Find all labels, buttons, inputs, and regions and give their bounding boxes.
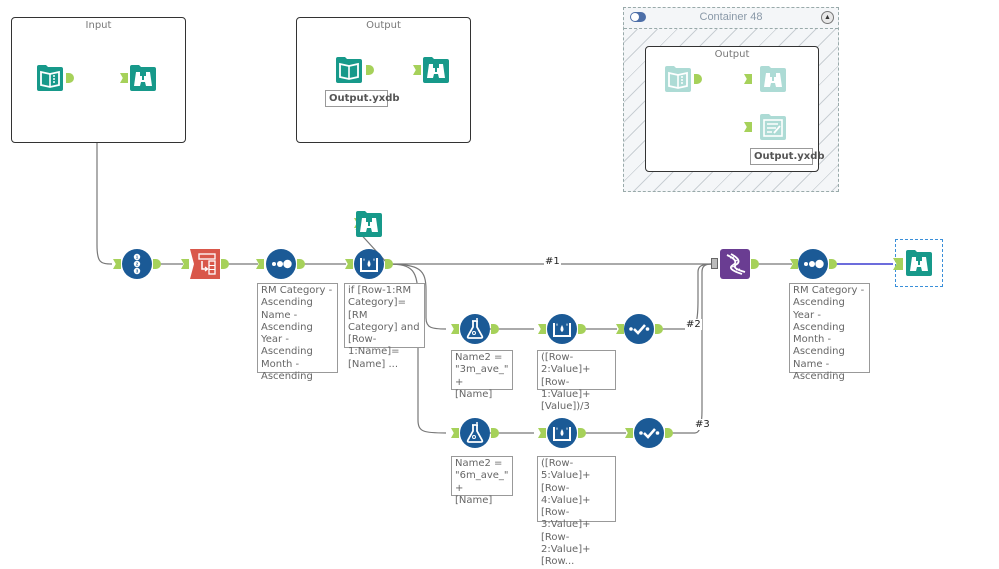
output-anchor[interactable] [366,65,374,75]
input-data-tool[interactable] [334,55,364,85]
tool-annotation: ([Row-5:Value]+ [Row-4:Value]+ [Row-3:Va… [537,456,616,567]
select-records-tool[interactable] [190,249,220,279]
input-data-tool[interactable] [35,63,65,93]
select-tool[interactable] [624,314,654,344]
select-tool[interactable] [634,418,664,448]
container-title: Output [714,49,750,60]
tool-annotation: Output.yxdb [325,90,400,107]
chevron-up-icon[interactable]: ▲ [821,11,834,24]
output-anchor[interactable] [66,73,74,83]
formula-tool[interactable] [460,418,490,448]
formula-flask-icon [460,314,490,344]
browse-binoculars-icon [904,248,934,278]
input-anchor[interactable] [413,65,421,75]
input-anchor[interactable] [113,259,121,269]
output-anchor[interactable] [694,74,702,84]
formula-flask-icon [460,418,490,448]
wire-select6m-union [670,263,713,434]
input-anchor[interactable] [120,73,128,83]
input-anchor[interactable] [744,74,752,84]
union-dna-icon [720,249,750,279]
union-multi-input-anchor[interactable] [711,258,718,269]
output-anchor[interactable] [829,259,837,269]
input-anchor[interactable] [256,259,264,269]
connection-label: #3 [694,419,711,430]
input-anchor[interactable] [538,428,546,438]
input-data-tool[interactable] [663,64,693,94]
tool-annotation: ([Row-2:Value]+ [Row-1:Value]+ [Value])/… [537,350,616,412]
selection-box [895,239,943,287]
browse-binoculars-icon [421,55,451,85]
select-check-icon [624,314,654,344]
connection-label: #1 [544,256,561,267]
multi-row-formula-tool[interactable] [547,418,577,448]
input-anchor[interactable] [625,428,633,438]
tool-annotation: if [Row-1:RM Category]=[RM Category] and… [344,283,425,370]
sort-tool[interactable] [266,249,296,279]
multi-row-formula-icon [547,314,577,344]
output-anchor[interactable] [665,428,673,438]
output-anchor[interactable] [578,324,586,334]
browse-binoculars-icon [128,63,158,93]
output-anchor[interactable] [153,259,161,269]
browse-binoculars-icon [354,209,384,239]
record-id-icon: 1 2 3 [122,249,152,279]
browse-tool[interactable] [128,63,158,93]
union-tool[interactable] [720,249,750,279]
input-anchor[interactable] [616,324,624,334]
formula-tool[interactable] [460,314,490,344]
select-check-icon [634,418,664,448]
output-anchor[interactable] [751,259,759,269]
container-title: Container 48 [699,11,763,23]
tool-annotation: Name2 = "6m_ave_" + [Name] [451,456,513,506]
output-anchor[interactable] [578,428,586,438]
input-anchor[interactable] [744,122,752,132]
record-id-tool[interactable]: 1 2 3 [122,249,152,279]
multi-row-formula-icon [547,418,577,448]
browse-tool-selected[interactable] [904,248,934,278]
browse-tool[interactable] [421,55,451,85]
multi-row-formula-tool[interactable] [354,249,384,279]
svg-text:3: 3 [136,269,139,274]
output-anchor[interactable] [655,324,663,334]
input-anchor[interactable] [451,324,459,334]
output-data-tool[interactable] [758,112,788,142]
connection-label: #2 [685,319,702,330]
output-anchor[interactable] [491,428,499,438]
transpose-icon [190,249,220,279]
input-book-icon [334,55,364,85]
output-anchor[interactable] [221,259,229,269]
multi-row-formula-tool[interactable] [547,314,577,344]
container-title: Input [85,20,112,31]
input-book-icon [663,64,693,94]
browse-tool[interactable] [758,64,788,94]
input-anchor[interactable] [345,259,353,269]
input-anchor[interactable] [893,258,903,270]
input-book-icon [35,63,65,93]
output-anchor[interactable] [297,259,305,269]
sort-icon [798,249,828,279]
input-anchor[interactable] [790,259,798,269]
input-anchor[interactable] [451,428,459,438]
sort-tool[interactable] [798,249,828,279]
input-anchor[interactable] [181,259,189,269]
output-data-icon [758,112,788,142]
output-anchor[interactable] [385,259,393,269]
container-title: Output [366,20,401,31]
browse-binoculars-icon [758,64,788,94]
container-enable-toggle[interactable] [630,12,646,22]
tool-annotation: Name2 = "3m_ave_" + [Name] [451,350,513,400]
svg-text:2: 2 [136,262,139,267]
output-anchor[interactable] [491,324,499,334]
container-header: Container 48 ▲ [624,8,838,29]
tool-annotation: RM Category - Ascending Name - Ascending… [257,283,338,382]
multi-row-formula-icon [354,249,384,279]
sort-icon [266,249,296,279]
input-anchor[interactable] [538,324,546,334]
tool-annotation: RM Category - Ascending Year - Ascending… [789,283,870,382]
tool-annotation: Output.yxdb [750,148,825,165]
svg-text:1: 1 [136,255,139,260]
browse-tool[interactable] [354,209,384,239]
